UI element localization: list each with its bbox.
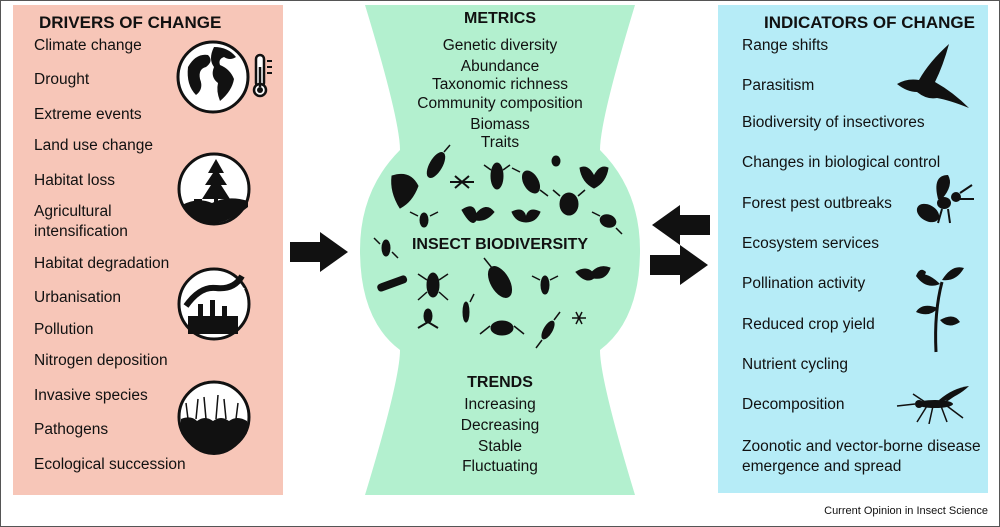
driver-item: Land use change: [34, 137, 153, 154]
driver-item: Pathogens: [34, 421, 109, 438]
arrow-right-icon: [650, 245, 708, 285]
indicator-item: Forest pest outbreaks: [742, 195, 892, 212]
driver-item: Habitat loss: [34, 172, 115, 189]
flowering-plant-icon: [916, 267, 964, 353]
trend-item: Increasing: [464, 396, 536, 413]
metric-item: Community composition: [417, 95, 583, 112]
metric-item: Biomass: [470, 116, 530, 133]
trends-title: TRENDS: [467, 374, 533, 391]
indicator-item: Zoonotic and vector-borne disease emerge…: [742, 438, 981, 475]
indicator-item: Reduced crop yield: [742, 316, 875, 333]
arrow-right-icon: [290, 232, 348, 272]
indicator-item: Biodiversity of insectivores: [742, 114, 925, 131]
driver-item: Extreme events: [34, 106, 142, 123]
globe-icon: [176, 40, 272, 114]
insect-biodiversity-label: INSECT BIODIVERSITY: [411, 236, 589, 253]
driver-item: Urbanisation: [34, 289, 122, 306]
driver-item: Agricultural intensification: [34, 203, 128, 240]
indicator-item: Decomposition: [742, 396, 845, 413]
drivers-title: DRIVERS OF CHANGE: [39, 13, 222, 32]
driver-item: Ecological succession: [34, 456, 186, 473]
metrics-title: METRICS: [464, 10, 536, 27]
driver-item: Nitrogen deposition: [34, 352, 168, 369]
indicator-item: Range shifts: [742, 37, 829, 54]
credit-text: Current Opinion in Insect Science: [824, 505, 988, 517]
driver-item: Habitat degradation: [34, 255, 170, 272]
mosquito-icon: [896, 386, 969, 424]
driver-item: Drought: [34, 71, 90, 88]
swallow-bird-icon: [897, 44, 969, 108]
driver-item: Climate change: [34, 37, 142, 54]
indicator-item: Pollination activity: [742, 275, 866, 292]
driver-item: Pollution: [34, 321, 94, 338]
wasp-icon: [916, 175, 974, 224]
indicators-panel: INDICATORS OF CHANGE Range shifts Parasi…: [718, 5, 988, 493]
indicators-title: INDICATORS OF CHANGE: [764, 13, 975, 32]
forest-landscape-icon: [177, 152, 251, 226]
indicator-item: Ecosystem services: [742, 235, 879, 252]
insect-silhouettes: [373, 144, 623, 349]
indicator-item: Parasitism: [742, 77, 815, 94]
trend-item: Stable: [478, 438, 522, 455]
arrow-left-icon: [652, 205, 710, 245]
indicator-item: Changes in biological control: [742, 154, 941, 171]
grassland-icon: [177, 380, 251, 455]
indicator-item: Nutrient cycling: [742, 356, 848, 373]
metric-item: Traits: [480, 134, 520, 151]
metric-item: Abundance: [460, 58, 540, 75]
metric-item: Genetic diversity: [442, 37, 558, 54]
trend-item: Fluctuating: [462, 458, 538, 475]
trend-item: Decreasing: [460, 417, 540, 434]
driver-item: Invasive species: [34, 387, 148, 404]
metric-item: Taxonomic richness: [431, 76, 569, 93]
thermometer-icon: [252, 53, 272, 98]
factory-pollution-icon: [177, 267, 251, 341]
